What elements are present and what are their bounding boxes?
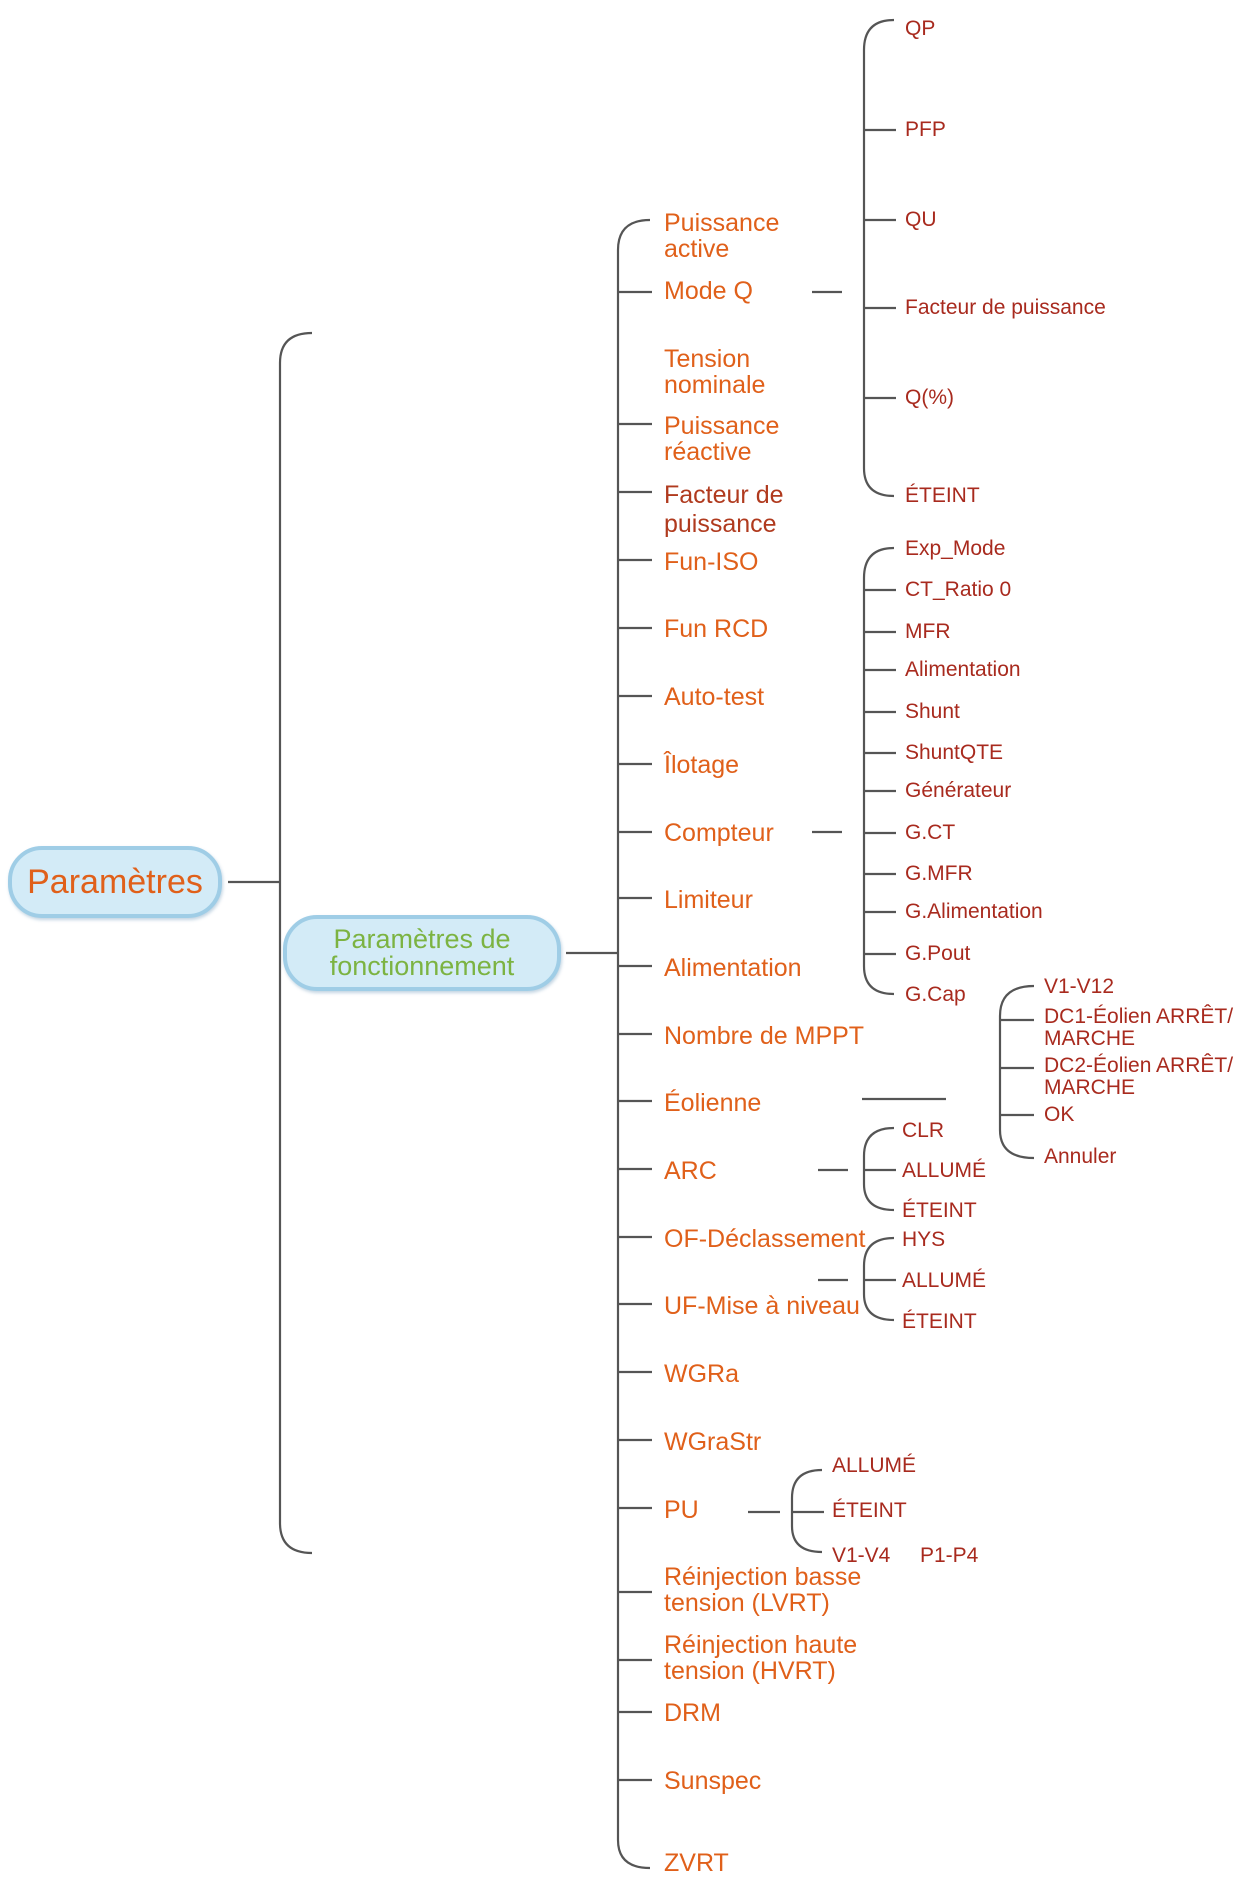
param-mppt-count: Nombre de MPPT: [664, 1022, 865, 1050]
param-fun-iso: Fun-ISO: [664, 548, 759, 576]
param-wgra: WGRa: [664, 1360, 739, 1388]
compteur-ticks: [864, 588, 896, 956]
level2-brace: [616, 218, 651, 1870]
meter-option: Shunt: [905, 700, 960, 723]
wind-option: Annuler: [1044, 1145, 1117, 1168]
meter-option: G.CT: [905, 821, 956, 844]
param-arc: ARC: [664, 1157, 717, 1185]
wind-option: DC2-Éolien ARRÊT/ MARCHE: [1044, 1054, 1234, 1100]
modeq-ticks: [864, 128, 896, 400]
arc-option: CLR: [902, 1119, 945, 1142]
wind-option: V1-V12: [1044, 975, 1115, 998]
param-ticks: [618, 290, 652, 1782]
pu-option: ALLUMÉ: [832, 1454, 917, 1477]
arc-option: ALLUMÉ: [902, 1159, 987, 1182]
meter-option: Générateur: [905, 779, 1012, 802]
param-fun-rcd: Fun RCD: [664, 615, 769, 643]
compteur-brace: [862, 546, 895, 996]
modeq-option: PFP: [905, 118, 946, 141]
root-label: Paramètres: [27, 862, 203, 901]
param-zvrt: ZVRT: [664, 1849, 729, 1877]
meter-option: G.MFR: [905, 862, 973, 885]
of-uf-option: ÉTEINT: [902, 1310, 977, 1333]
param-meter: Compteur: [664, 819, 774, 847]
root-node: Paramètres: [8, 846, 222, 918]
param-of-derating: OF-Déclassement: [664, 1225, 866, 1253]
param-self-test: Auto-test: [664, 683, 765, 711]
param-wind: Éolienne: [664, 1089, 762, 1117]
pu-option: P1-P4: [920, 1544, 979, 1567]
param-drm: DRM: [664, 1699, 721, 1727]
meter-option: Exp_Mode: [905, 537, 1006, 560]
meter-option: ShuntQTE: [905, 741, 1004, 764]
of-uf-option: HYS: [902, 1228, 946, 1251]
wind-option: DC1-Éolien ARRÊT/ MARCHE: [1044, 1005, 1234, 1051]
meter-option: MFR: [905, 620, 951, 643]
param-nominal-voltage: Tension nominale: [664, 345, 766, 400]
operating-params-node: Paramètres de fonctionnement: [283, 915, 561, 991]
param-supply: Alimentation: [664, 954, 802, 982]
meter-option: G.Cap: [905, 983, 966, 1006]
modeq-option: QU: [905, 208, 937, 231]
eolienne-ticks: [1000, 1018, 1034, 1117]
param-sunspec: Sunspec: [664, 1767, 762, 1795]
param-islanding: Îlotage: [664, 751, 740, 779]
of-uf-option: ALLUMÉ: [902, 1269, 987, 1292]
modeq-brace: [862, 18, 895, 498]
pu-option: ÉTEINT: [832, 1499, 907, 1522]
param-pu: PU: [664, 1496, 699, 1524]
wind-option: OK: [1044, 1103, 1075, 1126]
param-limiter: Limiteur: [664, 886, 753, 914]
arc-option: ÉTEINT: [902, 1199, 977, 1222]
modeq-option: QP: [905, 17, 936, 40]
modeq-option: Q(%): [905, 386, 954, 409]
param-power-factor: Facteur de puissance: [664, 481, 784, 538]
meter-option: Alimentation: [905, 658, 1021, 681]
param-lvrt: Réinjection basse tension (LVRT): [664, 1563, 862, 1618]
param-reactive-power: Puissance réactive: [664, 412, 780, 467]
modeq-option: ÉTEINT: [905, 484, 980, 507]
meter-option: G.Alimentation: [905, 900, 1043, 923]
level1-brace: [278, 331, 313, 1555]
operating-params-label: Paramètres de fonctionnement: [329, 924, 515, 981]
param-active-power: Puissance active: [664, 209, 780, 264]
meter-option: CT_Ratio 0: [905, 578, 1012, 601]
param-uf-upgrade: UF-Mise à niveau: [664, 1292, 860, 1320]
modeq-option: Facteur de puissance: [905, 296, 1106, 319]
eolienne-brace: [998, 984, 1035, 1160]
meter-option: G.Pout: [905, 942, 971, 965]
param-wgrastr: WGraStr: [664, 1428, 762, 1456]
pu-option: V1-V4: [832, 1544, 891, 1567]
param-hvrt: Réinjection haute tension (HVRT): [664, 1631, 858, 1686]
param-mode-q: Mode Q: [664, 277, 753, 305]
